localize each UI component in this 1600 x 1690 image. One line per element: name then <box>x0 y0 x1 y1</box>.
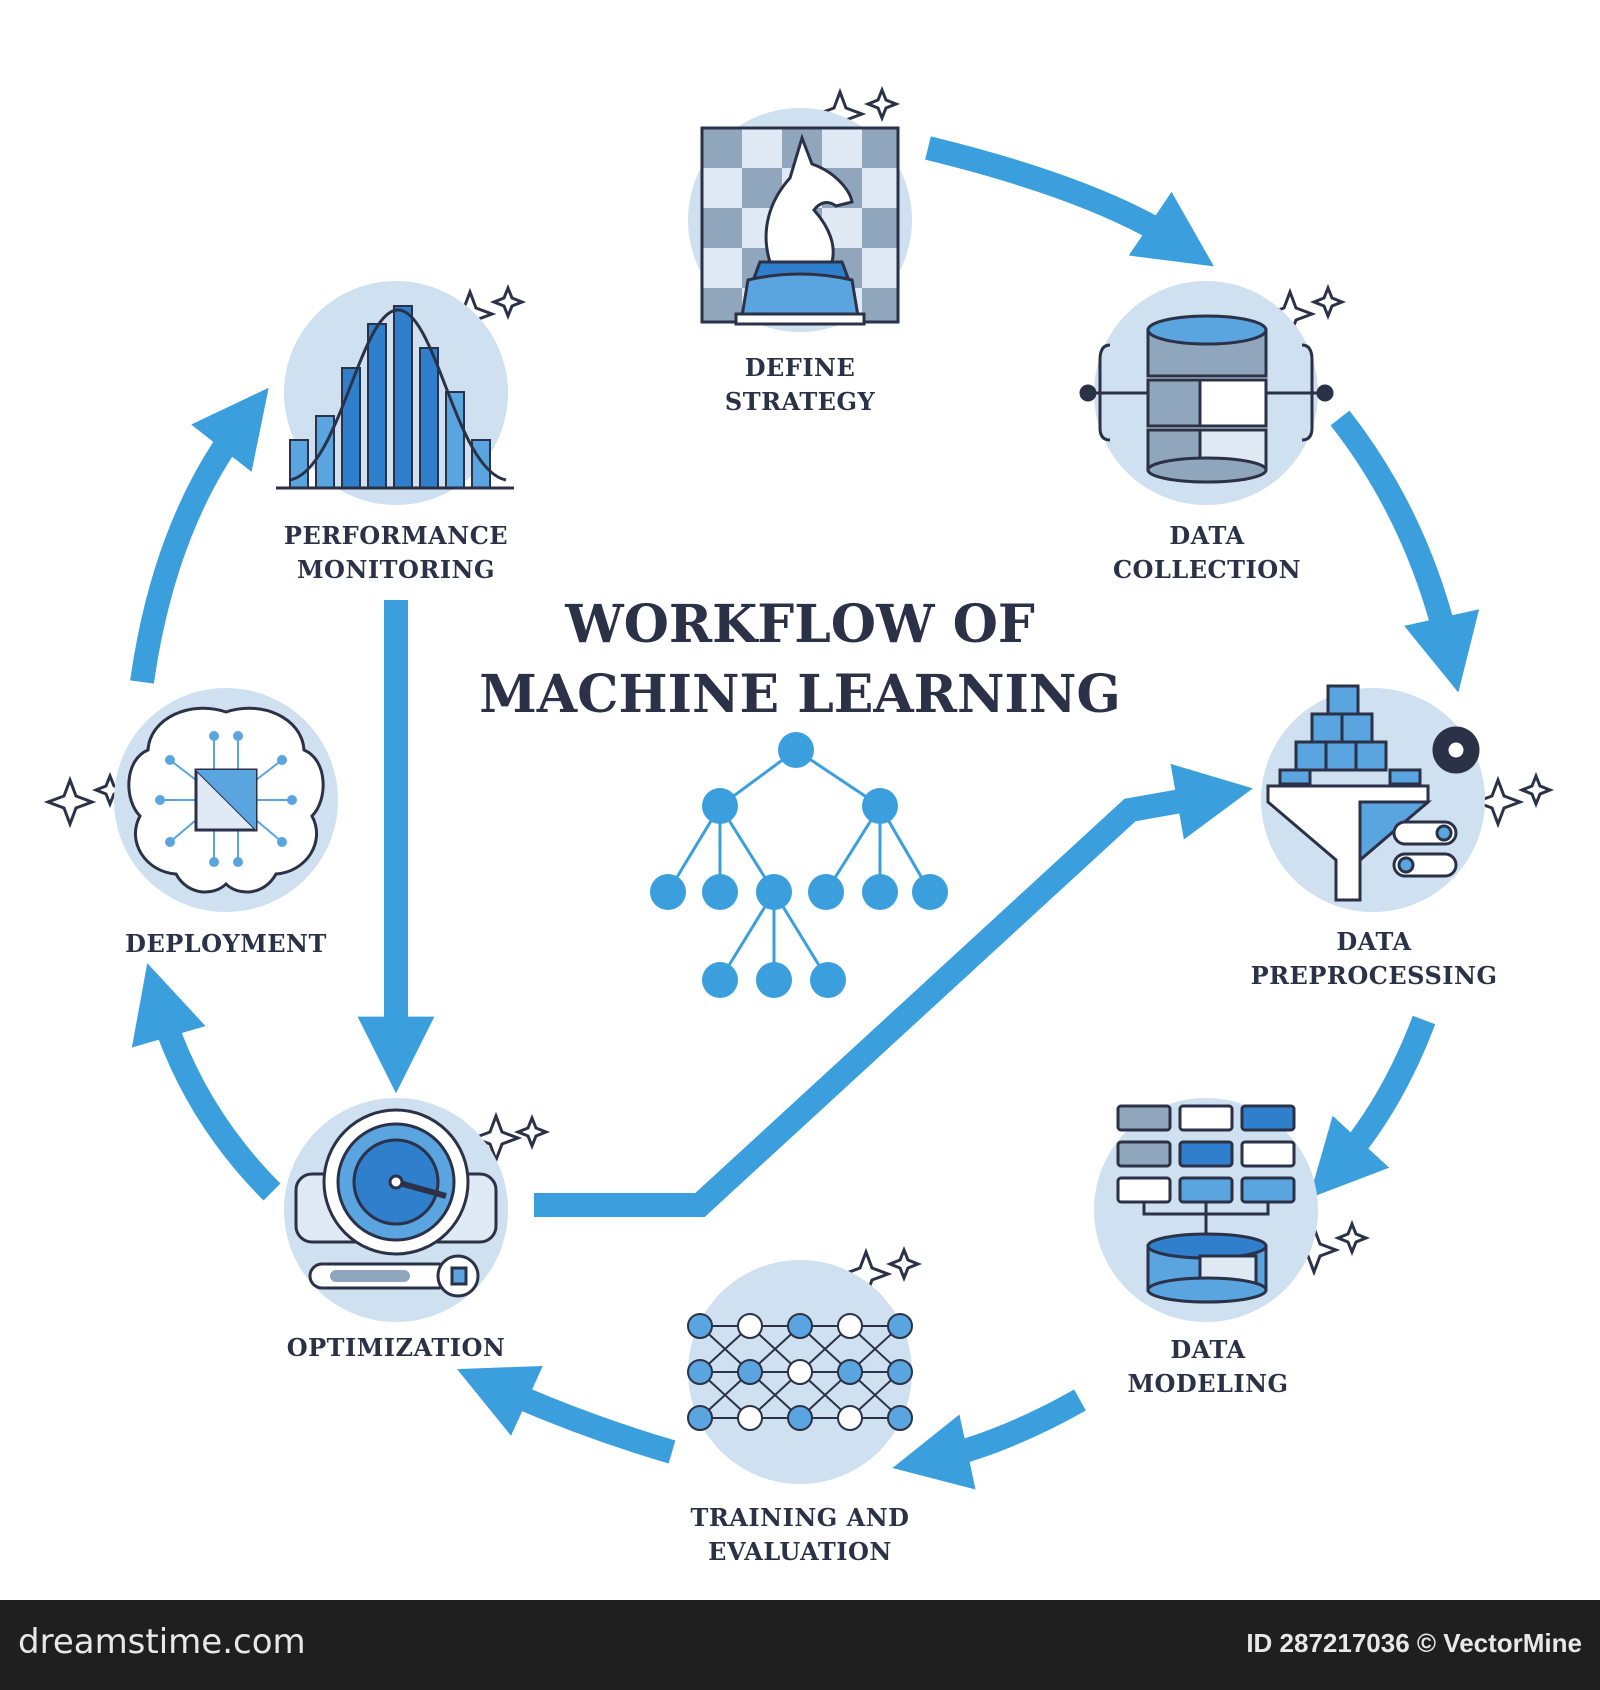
step-label-line2: COLLECTION <box>1113 555 1301 584</box>
image-credit: ID 287217036 © VectorMine <box>1246 1628 1582 1658</box>
bell-curve-chart-icon <box>276 305 514 490</box>
sparkle-icon <box>885 1245 923 1283</box>
arrow-collection-to-preprocessing <box>1330 410 1480 693</box>
sparkle-icon <box>489 283 527 321</box>
arrow-modeling-to-training <box>892 1389 1086 1490</box>
step-data-preprocessing: DATA PREPROCESSING <box>1251 684 1498 990</box>
arrow-strategy-to-collection <box>925 136 1214 267</box>
brain-chip-icon <box>127 706 325 894</box>
step-label-line1: TRAINING AND <box>691 1503 910 1532</box>
arrow-optimization-to-deployment <box>131 963 281 1201</box>
neural-network-icon <box>687 1313 913 1431</box>
sparkle-icon <box>1517 771 1555 809</box>
footer-bar: dreamstime.com ID 287217036 © VectorMine <box>0 1600 1600 1690</box>
step-label-line1: DATA <box>1169 521 1244 550</box>
step-label-line2: STRATEGY <box>725 387 876 416</box>
decision-tree-icon <box>650 732 948 998</box>
step-label-line2: PREPROCESSING <box>1251 961 1498 990</box>
diagram-title-line2: MACHINE LEARNING <box>479 664 1121 725</box>
step-data-modeling: DATA MODELING <box>1094 1098 1318 1398</box>
gauge-wrench-icon <box>294 1108 498 1298</box>
step-label-line1: PERFORMANCE <box>284 521 508 550</box>
database-icon <box>1079 314 1334 484</box>
sparkle-icon <box>1471 775 1525 829</box>
step-label-line1: DEPLOYMENT <box>125 929 327 958</box>
sparkle-icon <box>1309 283 1347 321</box>
diagram-title-line1: WORKFLOW OF <box>564 594 1035 655</box>
sparkle-icon <box>513 1113 551 1151</box>
sparkle-icon <box>1333 1219 1371 1257</box>
arrow-optimization-to-preprocessing <box>534 763 1253 1217</box>
step-label-line1: DATA <box>1336 927 1411 956</box>
step-label-line2: EVALUATION <box>708 1537 892 1566</box>
arrow-training-to-optimization <box>457 1365 676 1464</box>
site-watermark: dreamstime.com <box>18 1622 306 1662</box>
step-performance-monitoring: PERFORMANCE MONITORING <box>276 281 514 584</box>
step-label-line2: MONITORING <box>297 555 495 584</box>
step-deployment: DEPLOYMENT <box>114 688 338 958</box>
data-model-icon <box>1116 1104 1296 1304</box>
arrow-deployment-to-monitoring <box>130 387 269 684</box>
step-optimization: OPTIMIZATION <box>284 1098 508 1362</box>
chess-knight-icon <box>700 126 900 326</box>
arrow-preprocessing-to-modeling <box>1309 1015 1436 1199</box>
sparkle-icon <box>43 775 97 829</box>
step-data-collection: DATA COLLECTION <box>1079 281 1334 584</box>
step-label-line1: DEFINE <box>745 353 856 382</box>
funnel-icon <box>1266 684 1480 902</box>
step-label-line1: DATA <box>1170 1335 1245 1364</box>
sparkle-icon <box>863 85 901 123</box>
flow-arrows <box>130 136 1480 1490</box>
step-label-line2: MODELING <box>1127 1369 1288 1398</box>
step-label-line1: OPTIMIZATION <box>287 1333 506 1362</box>
step-training-evaluation: TRAINING AND EVALUATION <box>687 1260 913 1566</box>
step-define-strategy: DEFINE STRATEGY <box>688 108 912 416</box>
